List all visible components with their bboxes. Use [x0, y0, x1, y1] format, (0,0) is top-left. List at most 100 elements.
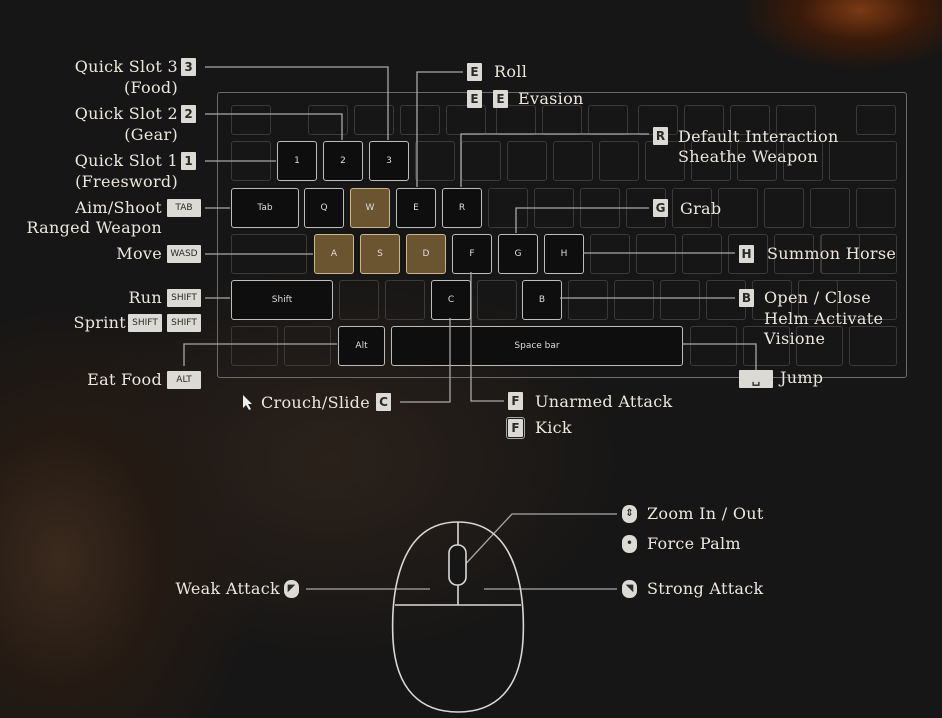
key-blank: [308, 105, 348, 135]
quick-slot-2-label: Quick Slot 2: [74, 104, 178, 123]
run-label: Run: [128, 288, 162, 307]
interact-label: Default Interaction: [678, 127, 839, 146]
key-blank: [690, 326, 737, 366]
quick-slot-1-sub: (Freesword): [75, 172, 178, 191]
roll-label: Roll: [494, 62, 528, 81]
key-badge-f-hold: F: [506, 417, 525, 439]
key-a: A: [314, 234, 354, 274]
line-space: [682, 343, 757, 370]
helm-sub: Helm Activate: [764, 309, 884, 328]
key-blank: [354, 105, 394, 135]
aim-shoot-label: Aim/Shoot: [75, 198, 162, 217]
key-c: C: [431, 280, 471, 320]
line-f: [470, 272, 504, 402]
line-alt: [183, 343, 337, 366]
key-badge-shift: SHIFT: [167, 289, 201, 307]
key-blank: [415, 141, 455, 181]
line-zoom: [459, 513, 617, 571]
key-blank: [728, 234, 768, 274]
kick-label: Kick: [535, 418, 572, 437]
weak-attack-label: Weak Attack: [175, 579, 280, 598]
key-blank: [400, 105, 440, 135]
key-blank: [743, 326, 790, 366]
key-blank: [599, 141, 639, 181]
quick-slot-3-sub: (Food): [123, 78, 178, 97]
line-g: [515, 207, 649, 233]
force-palm-label: Force Palm: [647, 534, 741, 553]
unarmed-attack-label: Unarmed Attack: [535, 392, 673, 411]
key-badge-space: ␣: [739, 370, 773, 388]
key-blank: [849, 326, 897, 366]
key-badge-h: H: [739, 245, 754, 263]
key-blank: [231, 105, 271, 135]
key-d: D: [406, 234, 446, 274]
quick-slot-3-label: Quick Slot 3: [74, 57, 178, 76]
key-blank: [856, 105, 896, 135]
helm-sub2: Visione: [764, 329, 826, 348]
key-blank: [477, 280, 517, 320]
key-k3: 3: [369, 141, 409, 181]
key-blank: [691, 141, 731, 181]
key-blank: [783, 141, 823, 181]
key-badge-c: C: [376, 393, 391, 411]
key-badge-e: E: [493, 90, 508, 108]
aim-shoot-sub: Ranged Weapon: [26, 218, 162, 237]
key-blank: [568, 280, 608, 320]
quick-slot-1-label: Quick Slot 1: [74, 151, 178, 170]
zoom-label: Zoom In / Out: [647, 504, 764, 523]
cursor-icon: [243, 395, 252, 410]
key-blank: [682, 234, 722, 274]
key-badge-tab: TAB: [167, 199, 201, 217]
key-blank: [718, 188, 758, 228]
line-r: [460, 133, 649, 187]
key-blank: [737, 141, 777, 181]
key-blank: [553, 141, 593, 181]
key-shift: Shift: [231, 280, 333, 320]
crouch-label: Crouch/Slide: [261, 393, 370, 412]
key-blank: [776, 105, 816, 135]
key-blank: [821, 234, 897, 274]
key-badge-2: 2: [181, 105, 196, 123]
interact-sub: Sheathe Weapon: [678, 147, 819, 166]
mouse-left-click-icon: ◤: [284, 580, 299, 598]
key-blank: [385, 280, 425, 320]
key-blank: [590, 234, 630, 274]
line-quick-slot-2: [205, 113, 343, 140]
mouse-right-click-icon: ◥: [622, 580, 637, 598]
key-w: W: [350, 188, 390, 228]
jump-label: Jump: [780, 368, 824, 387]
key-blank: [672, 188, 712, 228]
key-blank: [856, 188, 896, 228]
mouse-wheel-click-icon: •: [622, 535, 637, 553]
eat-food-label: Eat Food: [87, 370, 162, 389]
key-badge-b: B: [739, 289, 754, 307]
key-space: Space bar: [391, 326, 683, 366]
key-blank: [774, 234, 814, 274]
key-q: Q: [304, 188, 344, 228]
line-c: [400, 318, 451, 403]
line-roll: [416, 71, 463, 187]
key-r: R: [442, 188, 482, 228]
strong-attack-label: Strong Attack: [647, 579, 764, 598]
key-h: H: [544, 234, 584, 274]
key-badge-3: 3: [181, 58, 196, 76]
sprint-label: Sprint: [73, 313, 126, 332]
key-tab: Tab: [231, 188, 299, 228]
mouse-icon: [391, 521, 525, 713]
quick-slot-2-sub: (Gear): [124, 125, 178, 144]
move-label: Move: [116, 244, 162, 263]
key-blank: [684, 105, 724, 135]
key-s: S: [360, 234, 400, 274]
key-blank: [764, 188, 804, 228]
key-k1: 1: [277, 141, 317, 181]
grab-label: Grab: [680, 199, 722, 218]
key-blank: [614, 280, 654, 320]
key-blank: [231, 326, 278, 366]
key-blank: [798, 280, 897, 320]
key-badge-alt: ALT: [167, 371, 201, 389]
key-blank: [339, 280, 379, 320]
key-blank: [796, 326, 843, 366]
key-blank: [507, 141, 547, 181]
helm-label: Open / Close: [764, 288, 871, 307]
